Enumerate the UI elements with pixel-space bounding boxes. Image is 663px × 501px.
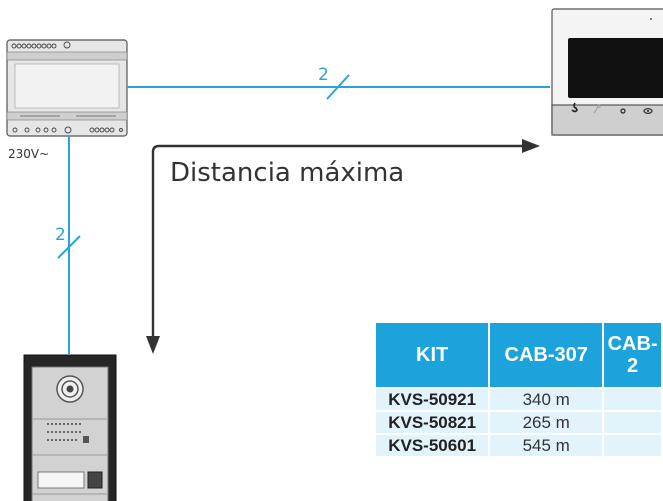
name-tag	[37, 471, 85, 489]
header-cab-2: CAB-2	[604, 323, 661, 387]
table-header-row: KIT CAB-307 CAB-2	[376, 323, 661, 387]
cable-distance-table: KIT CAB-307 CAB-2 KVS-50921 340 m KVS-50…	[374, 321, 663, 458]
row-cab-2	[604, 389, 661, 410]
row-kit: KVS-50601	[376, 435, 489, 456]
speaker-grille	[47, 423, 89, 443]
table-row: KVS-50821 265 m	[376, 412, 661, 433]
wire-count-top: 2	[318, 65, 329, 85]
camera-icon	[56, 375, 84, 403]
row-cab-2	[604, 435, 661, 456]
header-cab-307: CAB-307	[490, 323, 603, 387]
row-cab-307: 265 m	[490, 412, 603, 433]
handset-icon	[571, 102, 578, 113]
arrow-head-down	[146, 336, 160, 354]
arrow-head-right	[522, 139, 540, 153]
power-supply-unit	[6, 39, 128, 137]
max-distance-label: Distancia máxima	[170, 158, 404, 188]
row-cab-2	[604, 412, 661, 433]
power-supply-label: 230V~	[8, 147, 49, 161]
row-cab-307: 545 m	[490, 435, 603, 456]
distance-arrow	[151, 144, 524, 340]
row-kit: KVS-50921	[376, 389, 489, 410]
row-kit: KVS-50821	[376, 412, 489, 433]
bus-wires	[57, 74, 550, 354]
row-cab-307: 340 m	[490, 389, 603, 410]
table-row: KVS-50921 340 m	[376, 389, 661, 410]
call-button	[87, 471, 103, 489]
eye-icon	[643, 108, 653, 114]
door-panel	[23, 354, 117, 501]
header-kit: KIT	[376, 323, 489, 387]
video-monitor	[551, 8, 663, 136]
circle-icon	[620, 108, 626, 114]
table-row: KVS-50601 545 m	[376, 435, 661, 456]
wire-count-left: 2	[55, 225, 66, 245]
key-icon	[593, 104, 601, 114]
